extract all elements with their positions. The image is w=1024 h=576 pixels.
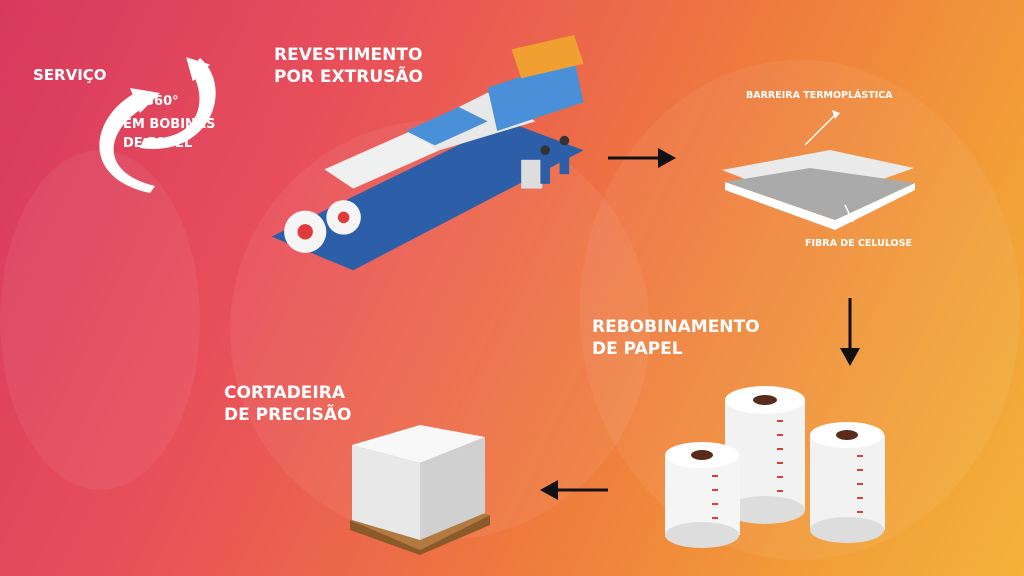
paper-rolls-illustration <box>665 386 885 548</box>
arrow-left-icon <box>540 480 608 500</box>
arrow-down-icon <box>840 298 860 366</box>
step-cutting-line1: CORTADEIRA <box>224 383 345 403</box>
extrusion-machine-illustration <box>271 35 584 271</box>
step-rewinding-line2: DE PAPEL <box>592 339 683 360</box>
step-rewinding-title: REBOBINAMENTO DE PAPEL <box>592 316 760 360</box>
background-roll <box>0 150 200 490</box>
paper-layers-illustration <box>722 110 915 230</box>
step-extrusion-title: REVESTIMENTO POR EXTRUSÃO <box>274 44 423 88</box>
pallet-box-illustration <box>350 425 490 555</box>
step-cutting-line2: DE PRECISÃO <box>224 405 352 426</box>
logo-text-360: 360° <box>145 94 179 109</box>
step-extrusion-line2: POR EXTRUSÃO <box>274 67 423 88</box>
logo-text-em-bobinas: EM BOBINAS <box>123 117 216 132</box>
step-cutting-title: CORTADEIRA DE PRECISÃO <box>224 382 351 426</box>
arrow-right-icon <box>608 148 676 168</box>
logo-text-servico: SERVIÇO <box>33 66 107 84</box>
logo-text-de-papel: DE PAPEL <box>123 136 193 151</box>
step-rewinding-line1: REBOBINAMENTO <box>592 317 760 337</box>
layer-bottom-label: FIBRA DE CELULOSE <box>805 238 912 249</box>
step-extrusion-line1: REVESTIMENTO <box>274 45 423 65</box>
circular-arrows-icon <box>99 57 216 193</box>
layer-top-label: BARREIRA TERMOPLÁSTICA <box>746 90 893 101</box>
